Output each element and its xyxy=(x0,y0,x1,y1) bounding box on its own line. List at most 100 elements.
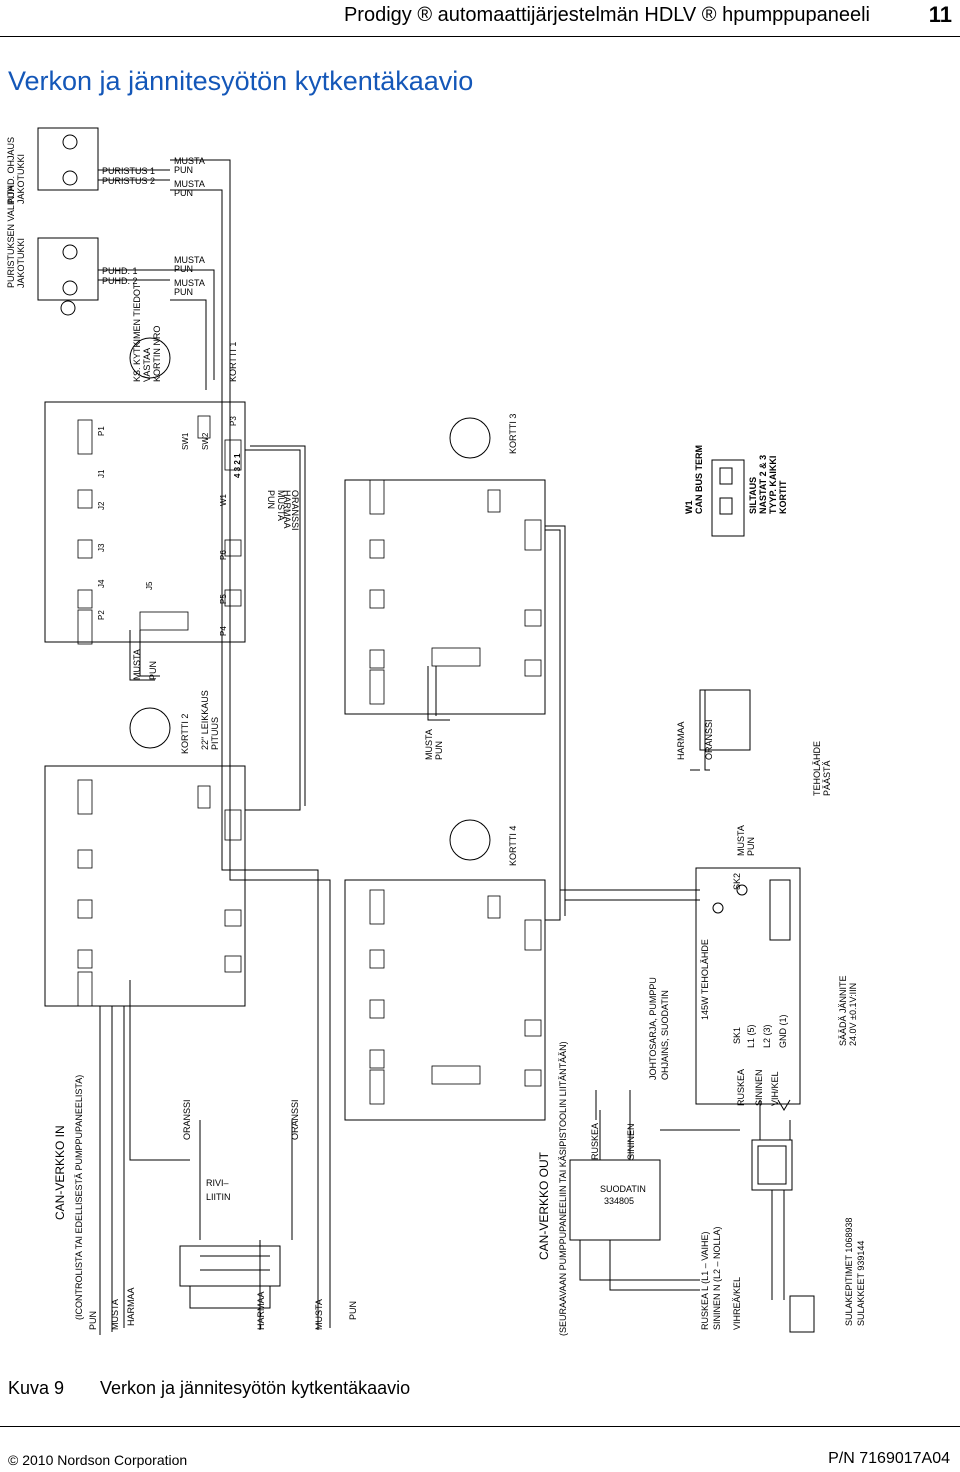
label-board-2: KORTTI 2 xyxy=(180,714,190,754)
line-filter xyxy=(569,1159,661,1241)
label-sk2: SK2 xyxy=(732,873,742,890)
label-can-bus-term: CAN BUS TERM xyxy=(694,445,704,514)
label-puhd1: PUHD. 1 xyxy=(102,266,138,276)
label-p6: P6 xyxy=(219,550,228,560)
label-power-supply: 145W TEHOLÄHDE xyxy=(700,939,710,1020)
wire-label: SININEN xyxy=(626,1123,636,1160)
label-w1-board: W1 xyxy=(219,493,228,506)
label-can-in-sub: (ICONTROLISTA TAI EDELLISESTÄ PUMPPUPANE… xyxy=(74,1075,84,1320)
label-p2: P2 xyxy=(97,610,106,620)
label-adjust-voltage-b: 24.0V ±0.1V:IIN xyxy=(848,983,858,1046)
wire-label: HARMAA xyxy=(126,1287,136,1326)
label-puristus1: PURISTUS 1 xyxy=(102,166,155,176)
label-can-in: CAN-VERKKO IN xyxy=(53,1125,67,1220)
wire-label: HARMAA xyxy=(256,1291,266,1330)
wire-label: PUN xyxy=(88,1311,98,1330)
rotary-switch-4 xyxy=(449,819,491,861)
label-board-3: KORTTI 3 xyxy=(508,414,518,454)
label-j1: J1 xyxy=(97,469,106,478)
label-terminal-b: LIITIN xyxy=(206,1192,231,1202)
label-fuses: SULAKKEET 939144 xyxy=(856,1241,866,1326)
wire-label: PUN xyxy=(348,1301,358,1320)
terminal-strip xyxy=(179,1245,281,1287)
label-power-from: TEHOLÄHDE xyxy=(812,741,822,796)
power-supply-145w xyxy=(695,867,801,1105)
label-harness-b: OHJAINS, SUODATIN xyxy=(660,990,670,1080)
label-p4: P4 xyxy=(219,626,228,636)
label-can-out-sub: (SEURAAVAAN PUMPPUPANEELIIN TAI KÄSIPIST… xyxy=(558,1041,568,1336)
label-jumper: SILTAUS xyxy=(748,477,758,514)
label-neutral-blue: SININEN N (L2 – NOLLA) xyxy=(712,1226,722,1330)
label-gnd: GND (1) xyxy=(778,1014,788,1048)
label-purge-manifold: PUHD. OHJAUS xyxy=(6,137,16,204)
label-j3: J3 xyxy=(97,543,106,552)
label-p1: P1 xyxy=(97,426,106,436)
wire-label: ORANSSI xyxy=(182,1099,192,1140)
label-p3: P3 xyxy=(229,416,238,426)
wire-label: MUSTA xyxy=(110,1299,120,1330)
selection-manifold xyxy=(37,237,99,301)
label-sw1: SW1 xyxy=(181,432,190,450)
purge-manifold xyxy=(37,127,99,191)
wire-label: MUSTA xyxy=(276,490,286,521)
wire-label: PUN xyxy=(266,490,276,509)
label-puhd2: PUHD. 2 xyxy=(102,276,138,286)
figure-caption: Verkon ja jännitesyötön kytkentäkaavio xyxy=(100,1378,411,1398)
rotary-switch-3 xyxy=(449,417,491,459)
label-board-1: KORTTI 1 xyxy=(228,342,238,382)
label-cut-length: 22" LEIKKAUS xyxy=(200,690,210,750)
label-selection-manifold-b: JAKOTUKKI xyxy=(16,238,26,288)
wire-label: MUSTA xyxy=(314,1299,324,1330)
wire-label: ORANSSI xyxy=(290,490,300,531)
wire-label: SININEN xyxy=(754,1069,764,1106)
rotary-switch-1 xyxy=(129,337,171,379)
label-l1: L1 (5) xyxy=(746,1024,756,1048)
wire-label: HARMAA xyxy=(676,721,686,760)
label-fuse-holders: SULAKEPITIMET 1068938 xyxy=(844,1218,854,1326)
wire-label: RUSKEA xyxy=(590,1123,600,1160)
label-can-out: CAN-VERKKO OUT xyxy=(537,1151,551,1260)
wire-label: RUSKEA xyxy=(736,1069,746,1106)
can-bus-terminator xyxy=(711,459,745,537)
page-number: 11 xyxy=(928,2,952,27)
label-adjust-voltage: SÄÄDÄ JÄNNITE xyxy=(838,975,848,1046)
label-j2: J2 xyxy=(97,501,106,510)
figure-label: Kuva 9 xyxy=(8,1378,65,1398)
wire-label: PUN xyxy=(746,837,756,856)
wiring-diagram: PURISTUKSEN VALINTA JAKOTUKKI PUHD. OHJA… xyxy=(6,127,866,1336)
label-jumper-d: KORTIT xyxy=(778,480,788,514)
rotary-switch-2 xyxy=(129,707,171,749)
label-power-from-b: PÄÄSTÄ xyxy=(822,760,832,796)
board-3 xyxy=(344,479,546,715)
label-jumper-c: TYYP. KAIKKI xyxy=(768,456,778,514)
page-header: Prodigy ® automaattijärjestelmän HDLV ® … xyxy=(0,0,960,37)
header-title: Prodigy ® automaattijärjestelmän HDLV ® … xyxy=(343,4,870,26)
wire-label: MUSTA xyxy=(132,649,142,680)
label-jumper-b: NASTAT 2 & 3 xyxy=(758,455,768,514)
wire-label: PUN xyxy=(148,661,158,680)
label-puristus2: PURISTUS 2 xyxy=(102,176,155,186)
label-purge-manifold-b: JAKOTUKKI xyxy=(16,154,26,204)
label-line-brown: RUSKEA L (L1 – VAIHE) xyxy=(700,1231,710,1330)
wire-label: PUN xyxy=(434,741,444,760)
wire-label: MUSTA xyxy=(174,255,205,265)
label-filter: SUODATIN xyxy=(600,1184,646,1194)
label-sk1: SK1 xyxy=(732,1027,742,1044)
label-sw2: SW2 xyxy=(201,432,210,450)
wire-label: PUN xyxy=(174,188,193,198)
label-cut-length-b: PITUUS xyxy=(210,717,220,750)
wire-label: PUN xyxy=(174,264,193,274)
section-title: Verkon ja jännitesyötön kytkentäkaavio xyxy=(8,66,474,96)
wire-label: VIH/KEL xyxy=(770,1071,780,1106)
label-l2: L2 (3) xyxy=(762,1024,772,1048)
label-ground-green: VIHREÄ/KEL xyxy=(732,1277,742,1330)
wire-label: PUN xyxy=(174,287,193,297)
label-w1: W1 xyxy=(684,501,694,515)
wire-label: PUN xyxy=(174,165,193,175)
footer-rule xyxy=(0,1426,960,1427)
wire-label: MUSTA xyxy=(424,729,434,760)
wire-label: ORANSSI xyxy=(290,1099,300,1140)
label-pins: 4 3 2 1 xyxy=(233,453,242,478)
label-terminal: RIVI– xyxy=(206,1178,229,1188)
wire-label: MUSTA xyxy=(736,825,746,856)
